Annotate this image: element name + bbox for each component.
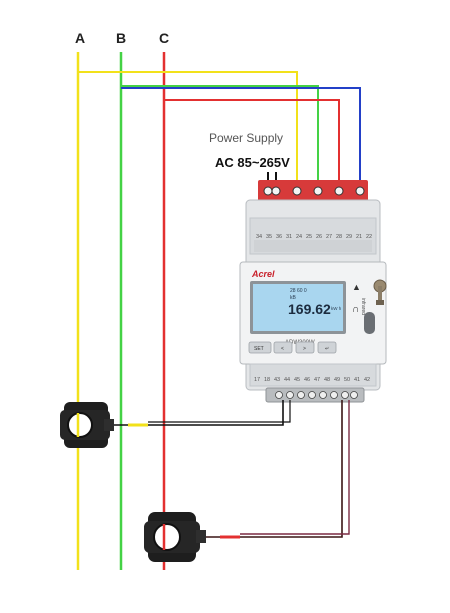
ct-c-wire-1 (205, 400, 343, 538)
terminal-label: 47 (314, 377, 320, 383)
left-button-label: < (281, 346, 284, 352)
terminal-label: 50 (344, 377, 350, 383)
set-button-label: SET (254, 346, 264, 352)
tap-wire-n (121, 87, 361, 186)
upper-terminal-row (254, 240, 372, 252)
terminal-label: 31 (286, 234, 292, 240)
lcd-screen (253, 284, 343, 331)
infrared-label: infrared (360, 298, 366, 315)
power-supply-voltage: AC 85~265V (215, 155, 290, 170)
meter-lower-step (249, 363, 377, 387)
lcd-top-indicators: 28 60 0 (290, 288, 307, 294)
wireless-signal-icon: ▲ (352, 282, 361, 292)
terminal-label: 41 (354, 377, 360, 383)
terminal-label: 48 (324, 377, 330, 383)
power-supply-title: Power Supply (209, 131, 283, 145)
set-button[interactable] (248, 341, 272, 354)
terminal-label: 17 (254, 377, 260, 383)
terminal-label: 28 (336, 234, 342, 240)
ct-a-wire-1 (112, 400, 284, 426)
terminal-label: 18 (264, 377, 270, 383)
terminal-label: 29 (346, 234, 352, 240)
phase-b-label: B (116, 30, 126, 46)
terminal-label: 45 (294, 377, 300, 383)
infrared-window (364, 312, 375, 334)
terminal-label: 27 (326, 234, 332, 240)
terminal-label: 46 (304, 377, 310, 383)
terminal-label: 24 (296, 234, 302, 240)
ct-a-wire-2 (148, 400, 291, 423)
right-button-label: > (303, 346, 306, 352)
tap-wire-a (78, 71, 298, 186)
lcd-reading: 169.62 (288, 301, 331, 317)
terminal-label: 44 (284, 377, 290, 383)
tap-wire-b (121, 85, 319, 186)
ct-c-wire-2 (240, 400, 350, 535)
button-row (248, 341, 337, 354)
terminal-label: 36 (276, 234, 282, 240)
bottom-terminal-screws (275, 391, 358, 399)
terminal-label: 22 (366, 234, 372, 240)
terminal-label: 35 (266, 234, 272, 240)
top-row2-terminal-numbers: 34 35 36 31 24 25 26 27 28 29 21 22 (256, 234, 372, 240)
enter-button-label: ↵ (325, 346, 329, 352)
ct-sensor-a (60, 402, 114, 448)
lcd-unit: kW h (331, 306, 342, 311)
phase-c-label: C (159, 30, 169, 46)
terminal-label: 26 (316, 234, 322, 240)
antenna-icon (373, 279, 387, 305)
top-terminal-screws (263, 186, 365, 196)
terminal-label: 25 (306, 234, 312, 240)
terminal-label: 21 (356, 234, 362, 240)
terminal-label: 43 (274, 377, 280, 383)
enter-button[interactable] (317, 341, 337, 354)
pulse-indicator-icon: ∩ (352, 304, 359, 315)
right-button[interactable] (295, 341, 315, 354)
tap-wire-c (164, 99, 340, 186)
ct-sensor-c (144, 512, 206, 562)
brand-logo: Acrel (251, 269, 275, 279)
top-terminal-block (258, 180, 368, 202)
lcd-sub-label: kB (290, 295, 297, 301)
left-button[interactable] (273, 341, 293, 354)
terminal-label: 42 (364, 377, 370, 383)
phase-a-label: A (75, 30, 85, 46)
terminal-label: 49 (334, 377, 340, 383)
terminal-label: 34 (256, 234, 262, 240)
bottom-terminal-numbers: 17 18 43 44 45 46 47 48 49 50 41 42 (254, 377, 370, 383)
